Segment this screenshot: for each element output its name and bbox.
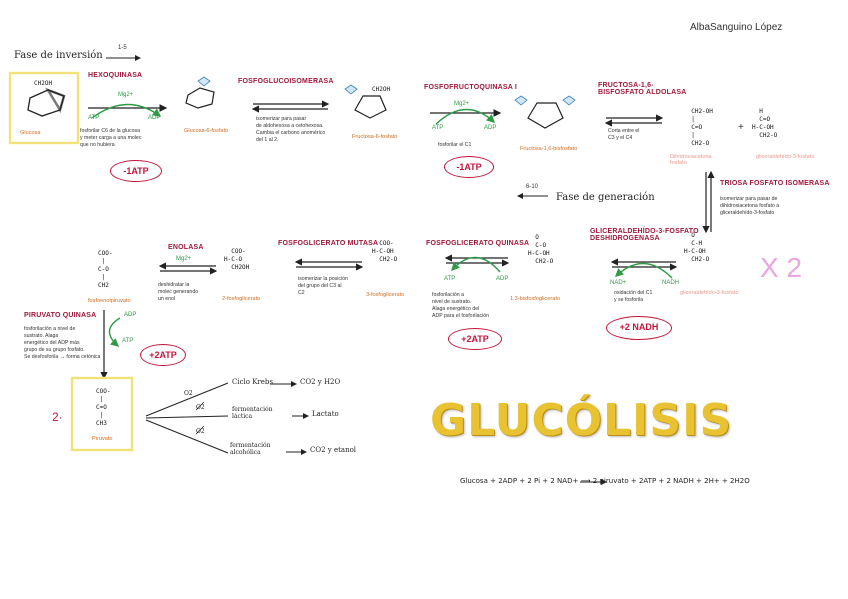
product-dhap: Dihidroxiacetona fosfato [670, 154, 728, 166]
product-g3p: gliceraldehído-3-fosfato [680, 290, 738, 296]
cofactor-nad: NAD+ [610, 280, 626, 286]
fate-krebs: Ciclo Krebs [232, 378, 273, 386]
product-pep: fosfoenolpiruvato [88, 298, 131, 304]
product-g6p: Glucosa-6-fosfato [184, 128, 228, 134]
product-piruvato: Piruvato [92, 436, 113, 442]
atp-badge-plus-2a: +2ATP [140, 344, 186, 366]
pep-structure: COO- | C-O | CH2 [98, 250, 112, 290]
mutasa-arrows [296, 262, 362, 267]
gapdh-arrows [612, 262, 676, 278]
enzyme-fosfoglucoisomerasa: FOSFOGLUCOISOMERASA [238, 78, 334, 85]
page-title: GLUCÓLISIS [430, 395, 732, 446]
enzyme-pk: PIRUVATO QUINASA [24, 312, 96, 319]
phase-generation-label: Fase de generación [556, 192, 655, 203]
phase-generation-steps: 6-10 [526, 184, 538, 190]
cofactor-atp-4: ATP [122, 338, 133, 344]
fate-krebs-result: CO2 y H2O [300, 378, 340, 386]
plus-sign: + [738, 122, 744, 133]
product-pg3: 3-fosfoglicerato [366, 292, 404, 298]
pk-arrow [104, 310, 120, 378]
phase-investment-label: Fase de inversión [14, 50, 103, 61]
cofactor-nadh: NADH [662, 280, 679, 286]
global-equation: Glucosa + 2ADP + 2 Pi + 2 NAD+ ⟶ 2 piruv… [460, 477, 750, 485]
product-pg2: 2-fosfoglicerato [222, 296, 260, 302]
pyruvate-count: 2· [52, 410, 63, 424]
cofactor-adp-2: ADP [484, 125, 496, 131]
f16bp-ring [515, 96, 575, 128]
enzyme-enolasa: ENOLASA [168, 244, 204, 251]
pfk-arrow [430, 109, 500, 124]
enolasa-arrows [160, 266, 216, 271]
enzyme-hexoquinasa: HEXOQUINASA [88, 72, 142, 79]
triosa-arrows [706, 172, 711, 232]
phase-investment-steps: 1-5 [118, 45, 127, 51]
product-g3p-top: gliceraldehído-3-fosfato [756, 154, 814, 160]
product-f16bp: Fructosa-1,6-bisfosfato [520, 146, 577, 152]
product-f6p: Fructosa-6-fosfato [352, 134, 397, 140]
enzyme-triosa: TRIOSA FOSFATO ISOMERASA [720, 180, 830, 187]
product-bpg: 1,3-bisfosfoglicerato [510, 296, 560, 302]
atp-badge-minus-1: -1ATP [110, 160, 162, 182]
fate-condition-3: O2 [196, 428, 205, 435]
enzyme-pfk: FOSFOFRUCTOQUINASA I [424, 84, 517, 91]
cofactor-atp-3: ATP [444, 276, 455, 282]
dhap-structure: CH2-OH | C=O | CH2-O [684, 108, 713, 148]
pg2-structure: COO- H-C-O CH2OH [224, 248, 249, 272]
fate-alcoholica-result: CO2 y etanol [310, 446, 356, 454]
nadh-badge: +2 NADH [606, 316, 672, 340]
enzyme-gapdh: GLICERALDEHÍDO-3-FOSFATO DESHIDROGENASA [590, 228, 700, 242]
atp-badge-minus-2: -1ATP [444, 156, 494, 178]
fate-condition-2: O2 [196, 404, 205, 411]
enzyme-pgk: FOSFOGLICERATO QUINASA [426, 240, 529, 247]
fate-alcoholica: fermentación alcohólica [230, 442, 288, 456]
g3p-top-structure: H C=O H-C-OH CH2-O [752, 108, 777, 140]
atp-badge-plus-2b: +2ATP [448, 328, 502, 350]
fate-condition-1: O2 [184, 390, 193, 397]
g6p-ring [186, 77, 214, 108]
note-pfk: fosforilar el C1 [438, 142, 471, 149]
product-glucosa: Glucosa [20, 130, 41, 136]
cofactor-mg-3: Mg2+ [176, 256, 191, 262]
enzyme-aldolasa: FRUCTOSA-1,6-BISFOSFATO ALDOLASA [598, 82, 698, 96]
cofactor-mg-1: Mg2+ [118, 92, 133, 98]
aldolasa-arrows [606, 118, 662, 123]
cofactor-mg-2: Mg2+ [454, 101, 469, 107]
enzyme-mutasa: FOSFOGLICERATO MUTASA [278, 240, 378, 247]
glucose-ring [28, 90, 64, 116]
fate-lactica: fermentación láctica [232, 406, 292, 420]
pyruvate-structure: COO- | C=O | CH3 [96, 388, 110, 428]
cofactor-adp-3: ADP [496, 276, 508, 282]
f6p-ch2oh: CH2OH [372, 86, 390, 94]
cofactor-atp-1: ATP [88, 115, 99, 121]
isomerase-arrows [253, 104, 328, 109]
pgk-arrows [446, 257, 508, 272]
glucose-ch2oh: CH2OH [34, 80, 52, 88]
multiplier-x2: X 2 [760, 252, 802, 284]
fate-lactica-result: Lactato [312, 410, 339, 418]
cofactor-atp-2: ATP [432, 125, 443, 131]
bpg-structure: O C-O H-C-OH CH2-O [528, 234, 553, 266]
cofactor-adp-1: ADP [148, 115, 160, 121]
cofactor-adp-4: ADP [124, 312, 136, 318]
